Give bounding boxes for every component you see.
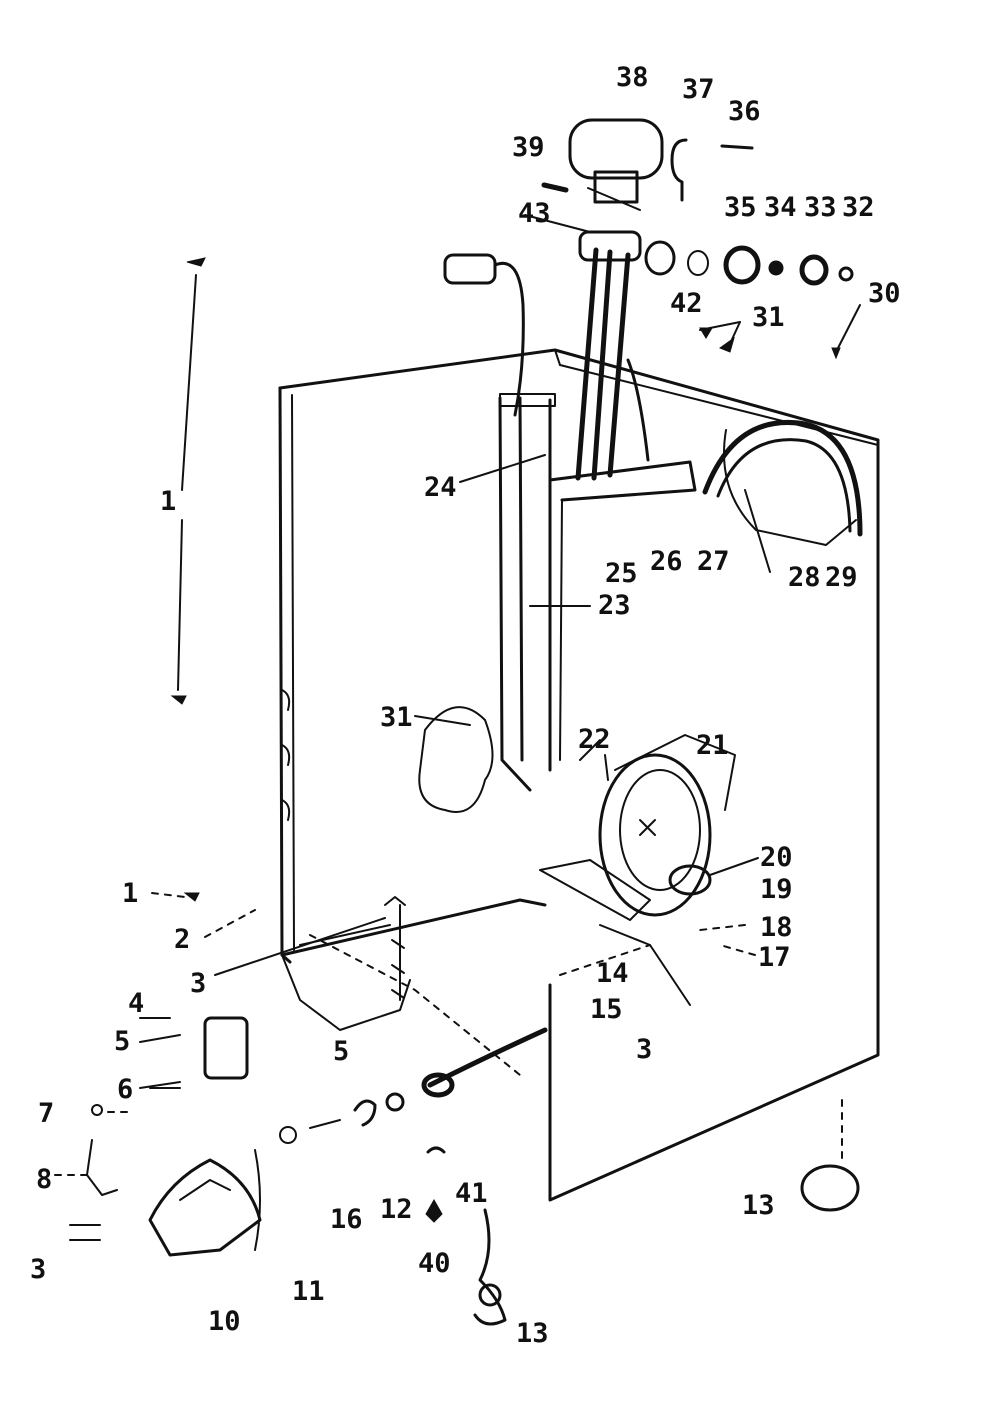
callout-39: 39 <box>512 132 545 163</box>
callout-1-lower: 1 <box>122 878 138 909</box>
callout-29: 29 <box>825 562 858 593</box>
callout-28: 28 <box>788 562 821 593</box>
drive-parts <box>279 1027 548 1326</box>
callout-3-left: 3 <box>190 968 206 999</box>
callout-36: 36 <box>728 96 761 127</box>
top-solenoid-component <box>541 118 754 204</box>
callout-14: 14 <box>596 958 629 989</box>
lower-left-parts <box>69 1016 262 1257</box>
callout-33: 33 <box>804 192 837 223</box>
power-cord <box>443 253 525 417</box>
callout-20: 20 <box>760 842 793 873</box>
callout-19: 19 <box>760 874 793 905</box>
callout-37: 37 <box>682 74 715 105</box>
top-valve-assembly <box>578 230 854 286</box>
callout-35: 35 <box>724 192 757 223</box>
callout-10: 10 <box>208 1306 241 1337</box>
callout-labels: 1 1 2 3 3 3 4 5 5 6 7 8 10 11 12 13 13 1… <box>30 62 901 1349</box>
callout-13-right: 13 <box>742 1190 775 1221</box>
callout-43: 43 <box>518 198 551 229</box>
callout-18: 18 <box>760 912 793 943</box>
cabinet-rear-panel <box>278 348 880 1202</box>
callout-8: 8 <box>36 1164 52 1195</box>
leveling-foot <box>800 1099 860 1212</box>
callout-12: 12 <box>380 1194 413 1225</box>
vertical-duct <box>498 393 697 792</box>
callout-40: 40 <box>418 1248 451 1279</box>
callout-24: 24 <box>424 472 457 503</box>
callout-7: 7 <box>38 1098 54 1129</box>
callout-31-mid: 31 <box>380 702 413 733</box>
callout-34: 34 <box>764 192 797 223</box>
callout-27: 27 <box>697 546 730 577</box>
callout-31-top: 31 <box>752 302 785 333</box>
callout-13-bottom: 13 <box>516 1318 549 1349</box>
callout-23: 23 <box>598 590 631 621</box>
callout-21: 21 <box>696 730 729 761</box>
callout-1-top: 1 <box>160 486 176 517</box>
callout-17: 17 <box>758 942 791 973</box>
callout-6: 6 <box>117 1074 133 1105</box>
curved-seal <box>702 419 863 546</box>
callout-11: 11 <box>292 1276 325 1307</box>
tubes <box>575 247 650 481</box>
screws <box>170 257 841 902</box>
callout-3-bottom: 3 <box>30 1254 46 1285</box>
callout-5-base: 5 <box>333 1036 349 1067</box>
callout-5-left: 5 <box>114 1026 130 1057</box>
motor-assembly <box>539 734 736 1006</box>
callout-15: 15 <box>590 994 623 1025</box>
leader-lines <box>54 187 861 1176</box>
callout-41: 41 <box>455 1178 488 1209</box>
callout-16: 16 <box>330 1204 363 1235</box>
panel-cutaway <box>418 706 494 813</box>
callout-3-right: 3 <box>636 1034 652 1065</box>
callout-26: 26 <box>650 546 683 577</box>
callout-4: 4 <box>128 988 144 1019</box>
callout-38: 38 <box>616 62 649 93</box>
callout-2: 2 <box>174 924 190 955</box>
callout-22: 22 <box>578 724 611 755</box>
callout-42: 42 <box>670 288 703 319</box>
callout-25: 25 <box>605 558 638 589</box>
callout-30: 30 <box>868 278 901 309</box>
callout-32: 32 <box>842 192 875 223</box>
